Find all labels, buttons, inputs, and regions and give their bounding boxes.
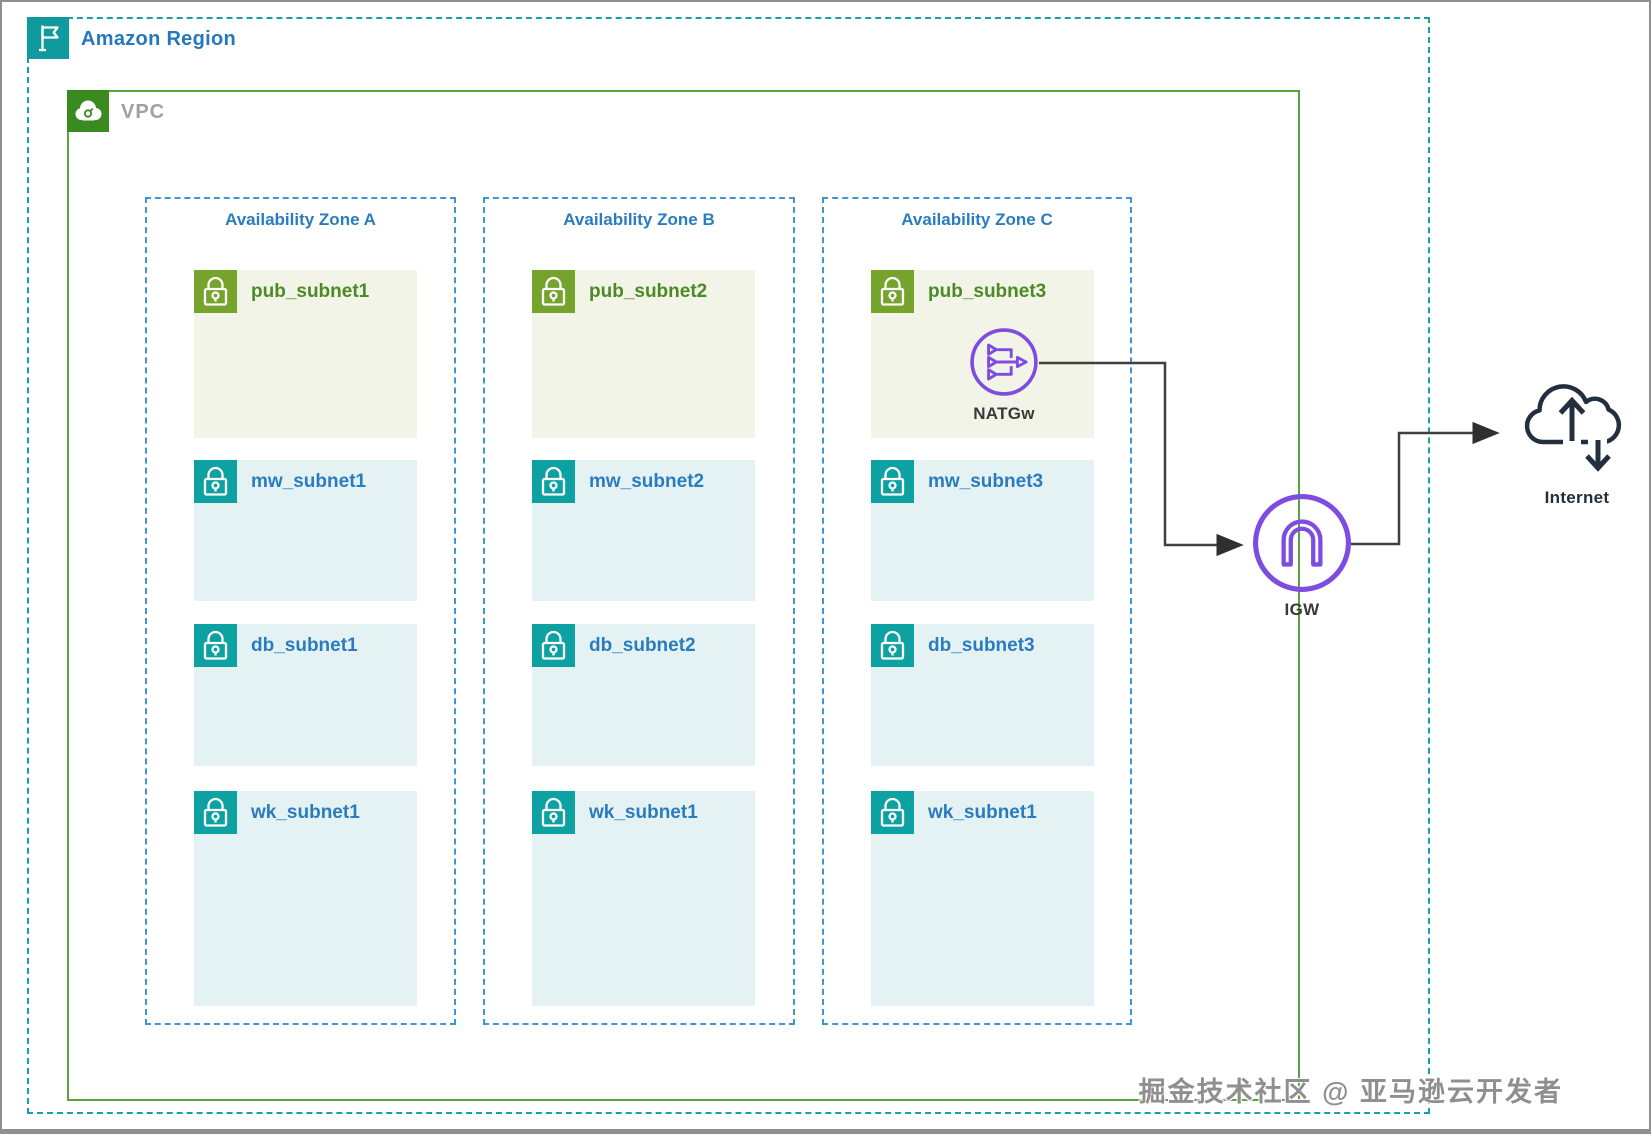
subnet-mw-subnet2[interactable]: mw_subnet2 <box>532 460 755 601</box>
availability-zone-a: Availability Zone A <box>145 197 456 1025</box>
vpc-cloud-icon <box>67 90 109 132</box>
subnet-wk-subnet1-b[interactable]: wk_subnet1 <box>532 791 755 1006</box>
lock-icon <box>871 791 914 834</box>
internet-gateway-icon <box>1253 494 1351 592</box>
internet-gateway-label: IGW <box>1284 600 1320 619</box>
lock-icon <box>871 460 914 503</box>
lock-icon <box>194 270 237 313</box>
subnet-label: wk_subnet1 <box>251 802 360 823</box>
subnet-label: db_subnet3 <box>928 635 1035 656</box>
subnet-label: db_subnet1 <box>251 635 358 656</box>
internet-gateway-node[interactable]: IGW <box>1250 493 1354 620</box>
lock-icon <box>532 460 575 503</box>
lock-icon <box>532 624 575 667</box>
subnet-label: pub_subnet3 <box>928 281 1047 302</box>
subnet-mw-subnet3[interactable]: mw_subnet3 <box>871 460 1094 601</box>
subnet-label: wk_subnet1 <box>928 802 1037 823</box>
vpc-frame: VPC <box>67 90 1300 1101</box>
az-b-title: Availability Zone B <box>563 210 715 229</box>
nat-gateway-icon <box>970 328 1038 396</box>
subnet-mw-subnet1[interactable]: mw_subnet1 <box>194 460 417 601</box>
subnet-db-subnet2[interactable]: db_subnet2 <box>532 624 755 766</box>
vpc-label: VPC <box>121 101 166 123</box>
az-a-title: Availability Zone A <box>225 210 376 229</box>
subnet-label: wk_subnet1 <box>589 802 698 823</box>
nat-gateway-label: NATGw <box>973 404 1035 423</box>
lock-icon <box>194 791 237 834</box>
lock-icon <box>194 460 237 503</box>
amazon-region-frame: Amazon Region <box>27 17 1430 1114</box>
subnet-label: mw_subnet1 <box>251 471 367 492</box>
subnet-db-subnet1[interactable]: db_subnet1 <box>194 624 417 766</box>
subnet-label: pub_subnet2 <box>589 281 708 302</box>
watermark-text: 掘金技术社区 @ 亚马逊云开发者 <box>1138 1077 1563 1107</box>
subnet-wk-subnet1-a[interactable]: wk_subnet1 <box>194 791 417 1006</box>
subnet-db-subnet3[interactable]: db_subnet3 <box>871 624 1094 766</box>
region-flag-icon <box>27 17 69 59</box>
internet-label: Internet <box>1544 488 1610 507</box>
subnet-pub-subnet3[interactable]: pub_subnet3 <box>871 270 1094 438</box>
lock-icon <box>871 624 914 667</box>
region-label: Amazon Region <box>81 28 237 50</box>
subnet-pub-subnet2[interactable]: pub_subnet2 <box>532 270 755 438</box>
internet-node[interactable]: Internet <box>1507 354 1647 508</box>
subnet-label: db_subnet2 <box>589 635 696 656</box>
lock-icon <box>871 270 914 313</box>
lock-icon <box>532 270 575 313</box>
subnet-label: mw_subnet3 <box>928 471 1044 492</box>
subnet-wk-subnet1-c[interactable]: wk_subnet1 <box>871 791 1094 1006</box>
nat-gateway-node[interactable]: NATGw <box>952 327 1056 424</box>
availability-zone-c: Availability Zone C <box>822 197 1132 1025</box>
subnet-label: pub_subnet1 <box>251 281 370 302</box>
subnet-pub-subnet1[interactable]: pub_subnet1 <box>194 270 417 438</box>
az-c-title: Availability Zone C <box>901 210 1053 229</box>
lock-icon <box>194 624 237 667</box>
subnet-label: mw_subnet2 <box>589 471 705 492</box>
availability-zone-b: Availability Zone B <box>483 197 795 1025</box>
lock-icon <box>532 791 575 834</box>
internet-cloud-icon <box>1524 384 1621 472</box>
